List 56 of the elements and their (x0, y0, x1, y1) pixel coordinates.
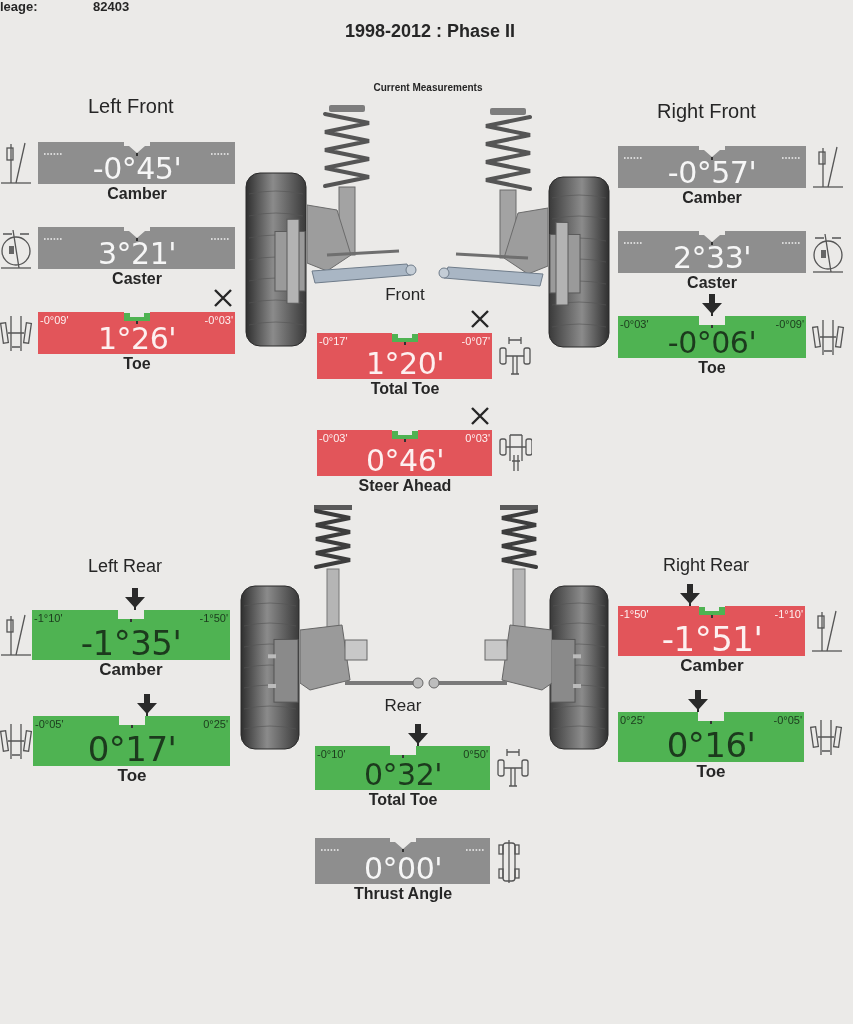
limit-value: 0°03' (465, 432, 490, 444)
limit-value: -0°03' (204, 314, 233, 326)
measured-value: 0°32' (364, 760, 442, 790)
measurement-label: Camber (107, 185, 167, 203)
limit-value: -0°17' (319, 335, 348, 347)
measured-value: 0°17' (87, 732, 177, 766)
section-heading: Current Measurements (373, 82, 483, 93)
measurement-label: Thrust Angle (353, 885, 453, 903)
measured-value: 3°21' (98, 239, 176, 269)
limit-value: -1°50' (620, 608, 649, 620)
limit-value: -0°05' (35, 718, 64, 730)
measurement-label: Steer Ahead (358, 477, 452, 495)
measurement-label: Toe (123, 355, 151, 373)
measurement-label: Total Toe (368, 791, 438, 809)
measured-value: 1°26' (98, 324, 176, 354)
measured-value: -0°45' (92, 154, 182, 184)
measured-value: 0°46' (366, 446, 444, 476)
measured-value: 0°16' (666, 728, 756, 762)
measurement-label: Camber (99, 661, 163, 680)
measurement-label: Camber (682, 189, 742, 207)
field-label: leage: (0, 0, 38, 15)
limit-value: -0°10' (317, 748, 346, 760)
limit-value: -0°09' (40, 314, 69, 326)
limit-value: -0°03' (319, 432, 348, 444)
wheel-heading: Left Front (88, 95, 174, 117)
limit-value: -1°10' (34, 612, 63, 624)
measurement-label: Total Toe (370, 380, 440, 398)
measured-value: -0°57' (667, 158, 757, 188)
limit-value: -0°03' (620, 318, 649, 330)
measurement-label: Toe (696, 763, 726, 782)
limit-value: 0°25' (620, 714, 645, 726)
measured-value: 2°33' (673, 243, 751, 273)
field-value: 82403 (93, 0, 130, 15)
limit-value: 0°25' (203, 718, 228, 730)
measured-value: -0°06' (667, 328, 757, 358)
measurement-label: Toe (698, 359, 726, 377)
limit-value: -0°09' (775, 318, 804, 330)
axle-label: Rear (384, 697, 422, 716)
measurement-label: Caster (687, 274, 737, 292)
limit-value: -1°50' (199, 612, 228, 624)
measured-value: 1°20' (366, 349, 444, 379)
report-title: 1998-2012 : Phase II (344, 22, 516, 42)
limit-value: -1°10' (774, 608, 803, 620)
measurement-label: Caster (112, 270, 162, 288)
measured-value: -1°51' (661, 622, 763, 656)
measurement-label: Toe (117, 767, 147, 786)
wheel-heading: Right Rear (663, 556, 750, 576)
wheel-heading: Right Front (657, 100, 756, 122)
axle-label: Front (385, 286, 425, 305)
limit-value: 0°50' (463, 748, 488, 760)
measured-value: 0°00' (364, 854, 442, 884)
wheel-heading: Left Rear (88, 557, 163, 577)
measured-value: -1°35' (80, 626, 182, 660)
limit-value: -0°05' (773, 714, 802, 726)
limit-value: -0°07' (461, 335, 490, 347)
measurement-label: Camber (680, 657, 744, 676)
